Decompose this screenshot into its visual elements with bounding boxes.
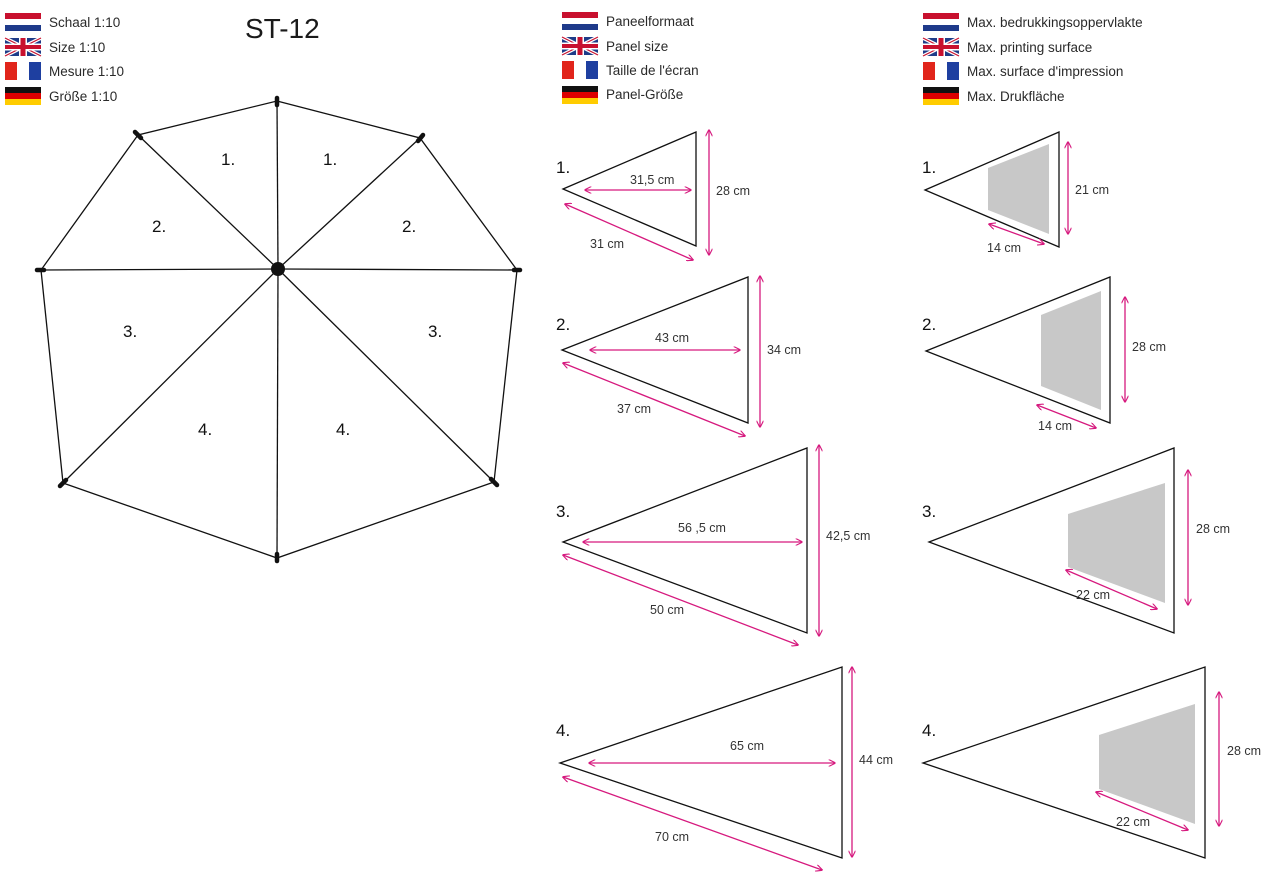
flag-uk-icon	[560, 35, 600, 57]
panel-triangle	[561, 447, 808, 634]
segment-label: 1.	[221, 150, 235, 169]
panel-size-4: 4. 65 cm 70 cm 44 cm	[556, 666, 893, 870]
legend-scale-nl: Schaal 1:10	[49, 15, 120, 30]
panel-triangle	[561, 131, 697, 247]
segment-label: 3.	[123, 322, 137, 341]
edge-dimension-label: 50 cm	[650, 603, 684, 617]
panel-number: 4.	[922, 721, 936, 740]
print-surface-4: 4. 28 cm 22 cm	[920, 666, 1261, 859]
flag-de-icon	[562, 86, 598, 104]
legend-print-nl: Max. bedrukkingsoppervlakte	[967, 15, 1143, 30]
legend-panel-nl: Paneelformaat	[606, 14, 694, 29]
segment-label: 1.	[323, 150, 337, 169]
edge-dimension-arrow	[563, 555, 798, 645]
segment-label: 3.	[428, 322, 442, 341]
panel-number: 4.	[556, 721, 570, 740]
legend-print-surface: Max. bedrukkingsoppervlakte Max. printin…	[921, 13, 1143, 105]
legend-panel-fr: Taille de l'écran	[606, 63, 699, 78]
panel-number: 2.	[556, 315, 570, 334]
legend-print-fr: Max. surface d'impression	[967, 64, 1123, 79]
print-height-label: 28 cm	[1227, 744, 1261, 758]
print-width-arrow	[1037, 405, 1096, 428]
edge-dimension-label: 37 cm	[617, 402, 651, 416]
flag-nl-icon	[923, 13, 959, 31]
print-height-label: 28 cm	[1132, 340, 1166, 354]
edge-dimension-label: 70 cm	[655, 830, 689, 844]
print-surface-3: 3. 28 cm 22 cm	[922, 447, 1230, 634]
rib-tips	[34, 95, 523, 564]
print-width-label: 14 cm	[987, 241, 1021, 255]
legend-scale-en: Size 1:10	[49, 40, 105, 55]
segment-label: 2.	[402, 217, 416, 236]
panel-number: 1.	[556, 158, 570, 177]
print-width-arrow	[989, 224, 1044, 244]
umbrella-center-hub	[271, 262, 285, 276]
edge-dimension-label: 31 cm	[590, 237, 624, 251]
print-area	[1041, 291, 1101, 410]
segment-label: 4.	[198, 420, 212, 439]
panel-number: 2.	[922, 315, 936, 334]
legend-scale: Schaal 1:10 Size 1:10 Mesure 1:10 Größe …	[3, 13, 124, 105]
legend-panel-size: Paneelformaat Panel size Taille de l'écr…	[560, 12, 699, 104]
legend-panel-en: Panel size	[606, 39, 668, 54]
panel-number: 3.	[556, 502, 570, 521]
flag-fr-icon	[5, 62, 41, 80]
panel-size-1: 1. 31,5 cm 31 cm 28 cm	[556, 130, 750, 260]
edge-dimension-arrow	[565, 204, 693, 260]
panel-number: 3.	[922, 502, 936, 521]
umbrella-outline	[40, 100, 518, 559]
flag-nl-icon	[5, 13, 41, 31]
flag-uk-icon	[921, 36, 961, 58]
print-surface-2: 2. 28 cm 14 cm	[922, 276, 1166, 433]
print-area	[988, 144, 1049, 234]
edge-dimension-arrow	[563, 777, 822, 870]
panel-size-3: 3. 56 ,5 cm 50 cm 42,5 cm	[556, 445, 870, 645]
legend-print-en: Max. printing surface	[967, 40, 1092, 55]
legend-print-de: Max. Drukfläche	[967, 89, 1065, 104]
flag-fr-icon	[923, 62, 959, 80]
legend-panel-de: Panel-Größe	[606, 87, 683, 102]
print-width-label: 14 cm	[1038, 419, 1072, 433]
height-dimension-label: 44 cm	[859, 753, 893, 767]
inner-dimension-label: 43 cm	[655, 331, 689, 345]
flag-de-icon	[923, 87, 959, 105]
edge-dimension-arrow	[563, 363, 745, 436]
height-dimension-label: 34 cm	[767, 343, 801, 357]
diagram-title: ST-12	[245, 13, 320, 44]
umbrella-ribs	[40, 100, 518, 559]
inner-dimension-label: 56 ,5 cm	[678, 521, 726, 535]
legend-scale-de: Größe 1:10	[49, 89, 117, 104]
umbrella-top-view: 1. 1. 2. 2. 3. 3. 4. 4.	[34, 95, 523, 564]
print-width-arrow	[1096, 792, 1188, 830]
flag-fr-icon	[562, 61, 598, 79]
flag-de-icon	[5, 87, 41, 105]
legend-scale-fr: Mesure 1:10	[49, 64, 124, 79]
panel-number: 1.	[922, 158, 936, 177]
inner-dimension-label: 65 cm	[730, 739, 764, 753]
print-width-label: 22 cm	[1116, 815, 1150, 829]
flag-nl-icon	[562, 12, 598, 30]
height-dimension-label: 28 cm	[716, 184, 750, 198]
print-width-arrow	[1066, 570, 1157, 609]
print-height-label: 21 cm	[1075, 183, 1109, 197]
segment-label: 4.	[336, 420, 350, 439]
print-width-label: 22 cm	[1076, 588, 1110, 602]
flag-uk-icon	[3, 36, 43, 58]
panel-size-2: 2. 43 cm 37 cm 34 cm	[556, 276, 801, 436]
segment-label: 2.	[152, 217, 166, 236]
print-surface-1: 1. 21 cm 14 cm	[922, 131, 1109, 255]
inner-dimension-label: 31,5 cm	[630, 173, 674, 187]
height-dimension-label: 42,5 cm	[826, 529, 870, 543]
print-height-label: 28 cm	[1196, 522, 1230, 536]
